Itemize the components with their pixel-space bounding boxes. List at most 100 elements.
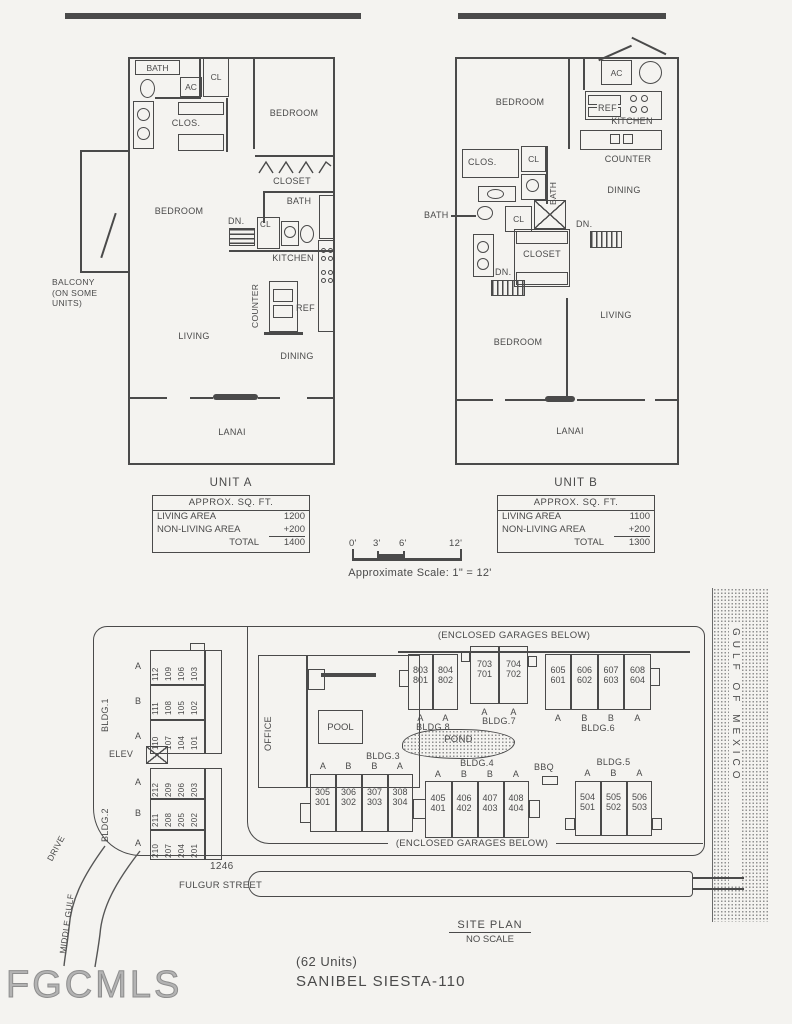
bldg3-col-label: A: [396, 761, 404, 771]
unit-number: 802: [437, 674, 454, 685]
bldg2-row-label: B: [135, 808, 142, 818]
wall: [307, 397, 335, 399]
wall: [458, 13, 666, 19]
unit-number: 206: [177, 782, 186, 797]
scale-bar-tick: [403, 551, 405, 559]
sliding-door: [213, 394, 258, 400]
unit-number: 304: [392, 796, 408, 807]
wall: [505, 399, 563, 401]
pool-equipment-box: [308, 669, 325, 690]
room-label: LANAI: [218, 427, 246, 437]
closet-rod-zigzag: [258, 160, 332, 174]
roof-line: [631, 36, 667, 55]
bldg2-outline: [150, 768, 222, 860]
closet: [462, 149, 519, 178]
wall: [258, 397, 280, 399]
bldg3-col-label: A: [319, 761, 327, 771]
bldg6-col-label: A: [634, 713, 641, 723]
wall: [306, 655, 308, 788]
site-plan-caption: SITE PLAN NO SCALE: [438, 915, 542, 945]
bldg4-col-label: A: [434, 769, 442, 779]
row-value: 1300: [628, 537, 650, 548]
wall: [570, 654, 572, 710]
street-continuation-line: [693, 888, 744, 890]
scale-bar-tick: [352, 549, 354, 559]
ac-closet: AC: [601, 60, 632, 85]
vanity-fixture: [133, 101, 154, 149]
cabinet: [273, 289, 293, 302]
unit-number: 212: [151, 782, 160, 797]
unit-number: 306: [340, 787, 357, 797]
counter-run: [318, 240, 335, 332]
row-value: 1100: [629, 511, 650, 522]
pool-label: POOL: [327, 721, 354, 733]
scale-tick-label: 12': [449, 538, 463, 549]
pond-label: POND: [444, 734, 473, 745]
stairs-down: [491, 280, 525, 296]
bldg8-col-label: A: [417, 713, 424, 723]
room-label: BEDROOM: [154, 206, 204, 216]
office-pool-outline: [258, 655, 420, 788]
stairs-down: [590, 231, 622, 248]
bldg6-col-label: B: [581, 713, 588, 723]
bldg2-row-label: A: [135, 838, 142, 848]
unit-number: 504: [579, 792, 596, 802]
washer-fixture: [281, 221, 299, 246]
row-value: 1400: [283, 537, 305, 548]
unit-number: 406: [456, 793, 472, 803]
unit-number: 402: [456, 802, 472, 813]
leader-line: [100, 212, 117, 258]
unit-number: 202: [190, 812, 199, 827]
wall: [597, 654, 599, 710]
balcony-note-line: (ON SOME: [52, 287, 98, 298]
wall: [457, 399, 493, 401]
sink-fixture: [487, 189, 504, 199]
room-label: LIVING: [600, 310, 632, 320]
room-label: BATH: [146, 62, 169, 73]
appliance-counter: [585, 91, 662, 120]
sink-fixture: [477, 241, 489, 253]
bldg6-col-label: B: [607, 713, 615, 723]
scale-tick-label: 3': [373, 538, 381, 549]
table-row: NON-LIVING AREA+200: [153, 524, 309, 537]
unit-number: 109: [164, 666, 173, 681]
unit-number: 205: [177, 812, 186, 827]
unit-number: 603: [603, 674, 619, 685]
unit-number: 203: [190, 782, 199, 797]
stove-burner: [321, 256, 326, 261]
unit-number: 308: [392, 787, 408, 797]
garages-note-bottom: (ENCLOSED GARAGES BELOW): [388, 838, 556, 850]
unit-a-title: UNIT A: [209, 477, 253, 489]
stove-burner: [328, 256, 333, 261]
room-label: DINING: [280, 351, 314, 361]
wall: [387, 774, 389, 832]
room-label: CLOSET: [273, 176, 311, 186]
stove-burner: [321, 248, 326, 253]
unit-number: 405: [430, 793, 446, 803]
wall: [204, 650, 206, 754]
wall: [600, 781, 602, 836]
room-label: LANAI: [556, 426, 584, 436]
bldg7-col-label: A: [481, 707, 488, 717]
room-label: KITCHEN: [272, 253, 314, 263]
wall: [335, 774, 337, 832]
balcony-note-line: UNITS): [52, 298, 83, 308]
table-header: APPROX. SQ. FT.: [498, 496, 654, 511]
mls-watermark: FGCMLS: [5, 964, 183, 1007]
scale-tick-label: 6': [399, 538, 407, 549]
bldg7-name: BLDG.7: [482, 716, 516, 726]
site-plan-title: SITE PLAN: [449, 919, 531, 933]
bldg1-row-label: A: [135, 661, 142, 671]
unit-number: 112: [151, 667, 160, 681]
row-value: +200: [269, 524, 305, 537]
scale-caption: Approximate Scale: 1" = 12': [348, 567, 492, 579]
wall: [229, 250, 335, 252]
wall: [155, 97, 201, 99]
